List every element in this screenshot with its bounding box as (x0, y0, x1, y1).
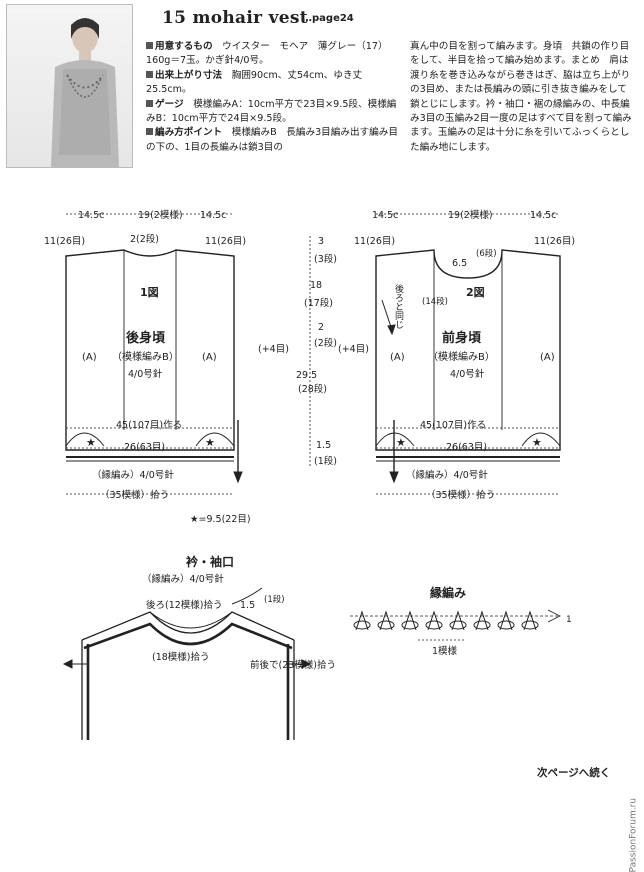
dim-3-rows: (2段) (314, 337, 337, 349)
back-width-right: 14.5c (200, 210, 226, 221)
same-as-back-note: 後ろと同じ (393, 283, 404, 329)
front-pickup: （35模様）拾う (426, 489, 495, 501)
pattern-title: 15 mohair vest (162, 8, 308, 28)
collar-depth: 1.5 (240, 600, 255, 611)
star-legend: ★=9.5(22目) (190, 514, 251, 525)
front-side-a-right: (A) (540, 352, 555, 363)
back-fig-label: 1図 (140, 285, 159, 299)
front-width-left: 14.5c (372, 210, 398, 221)
front-pattern: （模様編みB） (428, 350, 495, 363)
gauge-text: 模様編みA：10cm平方で23目×9.5段、模様編みB：10cm平方で24目×9… (146, 98, 397, 125)
star-mark-icon: ★ (86, 436, 96, 449)
dim-1: 3 (318, 236, 324, 247)
back-side-a-right: (A) (202, 352, 217, 363)
dim-2-rows: (17段) (304, 297, 333, 309)
size-label: 出来上がり寸法 (155, 69, 223, 81)
back-bottom-stitches: 26(63目) (124, 442, 165, 453)
dim-total: 29.5 (296, 370, 317, 381)
front-bottom-stitches: 26(63目) (446, 442, 487, 453)
points-label: 編み方ポイント (155, 127, 223, 139)
right-arrow-icon (301, 659, 312, 669)
edging-start-mark: 1 (566, 615, 572, 625)
dim-total-rows: (28段) (298, 383, 327, 395)
down-arrow-icon (389, 471, 399, 484)
front-neck-rows: (6段) (476, 248, 497, 259)
diagram-canvas: 14.5c 19(2模様) 14.5c 11(26目) 11(26目) 2(2段… (44, 209, 575, 740)
back-width-center: 19(2模様) (138, 209, 183, 221)
vertical-dimensions: 3 (3段) 18 (17段) 2 (2段) 29.5 (28段) 1.5 (1… (296, 236, 337, 468)
back-plus-rows: (+4目) (258, 344, 289, 355)
front-body-name: 前身頃 (442, 330, 482, 346)
front-width-center: 19(2模様) (448, 209, 493, 221)
dim-3: 2 (318, 322, 324, 333)
left-arrow-icon (62, 659, 73, 669)
watermark: PassionForum.ru (628, 798, 638, 872)
instructions-column: 真ん中の目を割って編みます。身頃 共鎖の作り目をして、半目を拾って編み始めます。… (410, 40, 636, 155)
bullet-square-icon (146, 99, 153, 107)
instructions-text: 真ん中の目を割って編みます。身頃 共鎖の作り目をして、半目を拾って編み始めます。… (410, 41, 632, 153)
dim-1-rows: (3段) (314, 253, 337, 265)
front-shoulder-left: 11(26目) (354, 236, 395, 247)
back-edge-note: （縁編み）4/0号針 (92, 469, 174, 481)
collar-subtitle: （縁編み）4/0号針 (142, 573, 224, 585)
back-neck-depth: 2(2段) (130, 233, 159, 245)
collar-front-pickup: (18模様)拾う (152, 651, 210, 663)
dim-4: 1.5 (316, 440, 331, 451)
back-pattern: （模様編みB） (112, 350, 179, 363)
front-width-right: 14.5c (530, 210, 556, 221)
front-edge-note: （縁編み）4/0号針 (406, 469, 488, 481)
back-side-a-left: (A) (82, 352, 97, 363)
bullet-square-icon (146, 70, 153, 78)
front-neck-rows-2: (14段) (422, 296, 448, 307)
collar-armhole-diagram: 衿・袖口 （縁編み）4/0号針 後ろ(12模様)拾う (18模様)拾う 前後で(… (62, 554, 336, 740)
front-chain-start: 45(107目)作る (420, 419, 486, 431)
front-needle: 4/0号針 (450, 368, 485, 380)
materials-text: ウイスター モヘア 薄グレー（17）160g＝7玉。かぎ針4/0号。 (146, 41, 388, 67)
star-mark-icon: ★ (396, 436, 406, 449)
edging-repeat: 1模様 (432, 645, 458, 657)
collar-back-pickup: 後ろ(12模様)拾う (146, 599, 223, 611)
pointer-arrow-icon (387, 324, 396, 336)
dim-4-rows: (1段) (314, 455, 337, 467)
back-width-left: 14.5c (78, 210, 104, 221)
back-body-name: 後身頃 (126, 330, 166, 346)
edging-chart: 縁編み 1 1模様 (350, 585, 572, 657)
collar-title: 衿・袖口 (186, 554, 234, 569)
next-page-note: 次ページへ続く (537, 767, 611, 779)
back-shoulder-left: 11(26目) (44, 236, 85, 247)
front-shoulder-right: 11(26目) (534, 236, 575, 247)
back-chain-start: 45(107目)作る (116, 419, 182, 431)
gauge-label: ゲージ (155, 98, 184, 110)
back-shoulder-right: 11(26目) (205, 236, 246, 247)
back-needle: 4/0号針 (128, 368, 163, 380)
page-reference: …page24 (302, 13, 354, 24)
edging-title: 縁編み (430, 585, 466, 600)
materials-column: 用意するもの ウイスター モヘア 薄グレー（17）160g＝7玉。かぎ針4/0号… (146, 40, 400, 155)
size-text: 胸囲90cm、丈54cm、ゆき丈25.5cm。 (146, 69, 363, 96)
bullet-square-icon (146, 128, 153, 136)
front-side-a-left: (A) (390, 352, 405, 363)
front-body-diagram: 14.5c 19(2模様) 14.5c 11(26目) 11(26目) 6.5 … (338, 209, 575, 501)
back-body-diagram: 14.5c 19(2模様) 14.5c 11(26目) 11(26目) 2(2段… (44, 209, 289, 525)
star-mark-icon: ★ (205, 436, 215, 449)
star-mark-icon: ★ (532, 436, 542, 449)
model-photo (6, 4, 133, 168)
bullet-square-icon (146, 42, 153, 49)
armhole-pickup: 前後で(23模様)拾う (250, 659, 336, 671)
back-pickup: （35模様）拾う (100, 489, 169, 501)
points-text: 模様編みB 長編み3目編み出す編み目の下の、1目の長編みは鎖3目の (146, 127, 398, 153)
dim-2: 18 (310, 280, 322, 291)
front-fig-label: 2図 (466, 285, 485, 299)
materials-label: 用意するもの (155, 41, 213, 52)
front-plus-rows: (+4目) (338, 344, 369, 355)
down-arrow-icon (233, 471, 243, 484)
front-neck-depth: 6.5 (452, 258, 467, 269)
collar-depth-rows: (1段) (264, 594, 285, 605)
